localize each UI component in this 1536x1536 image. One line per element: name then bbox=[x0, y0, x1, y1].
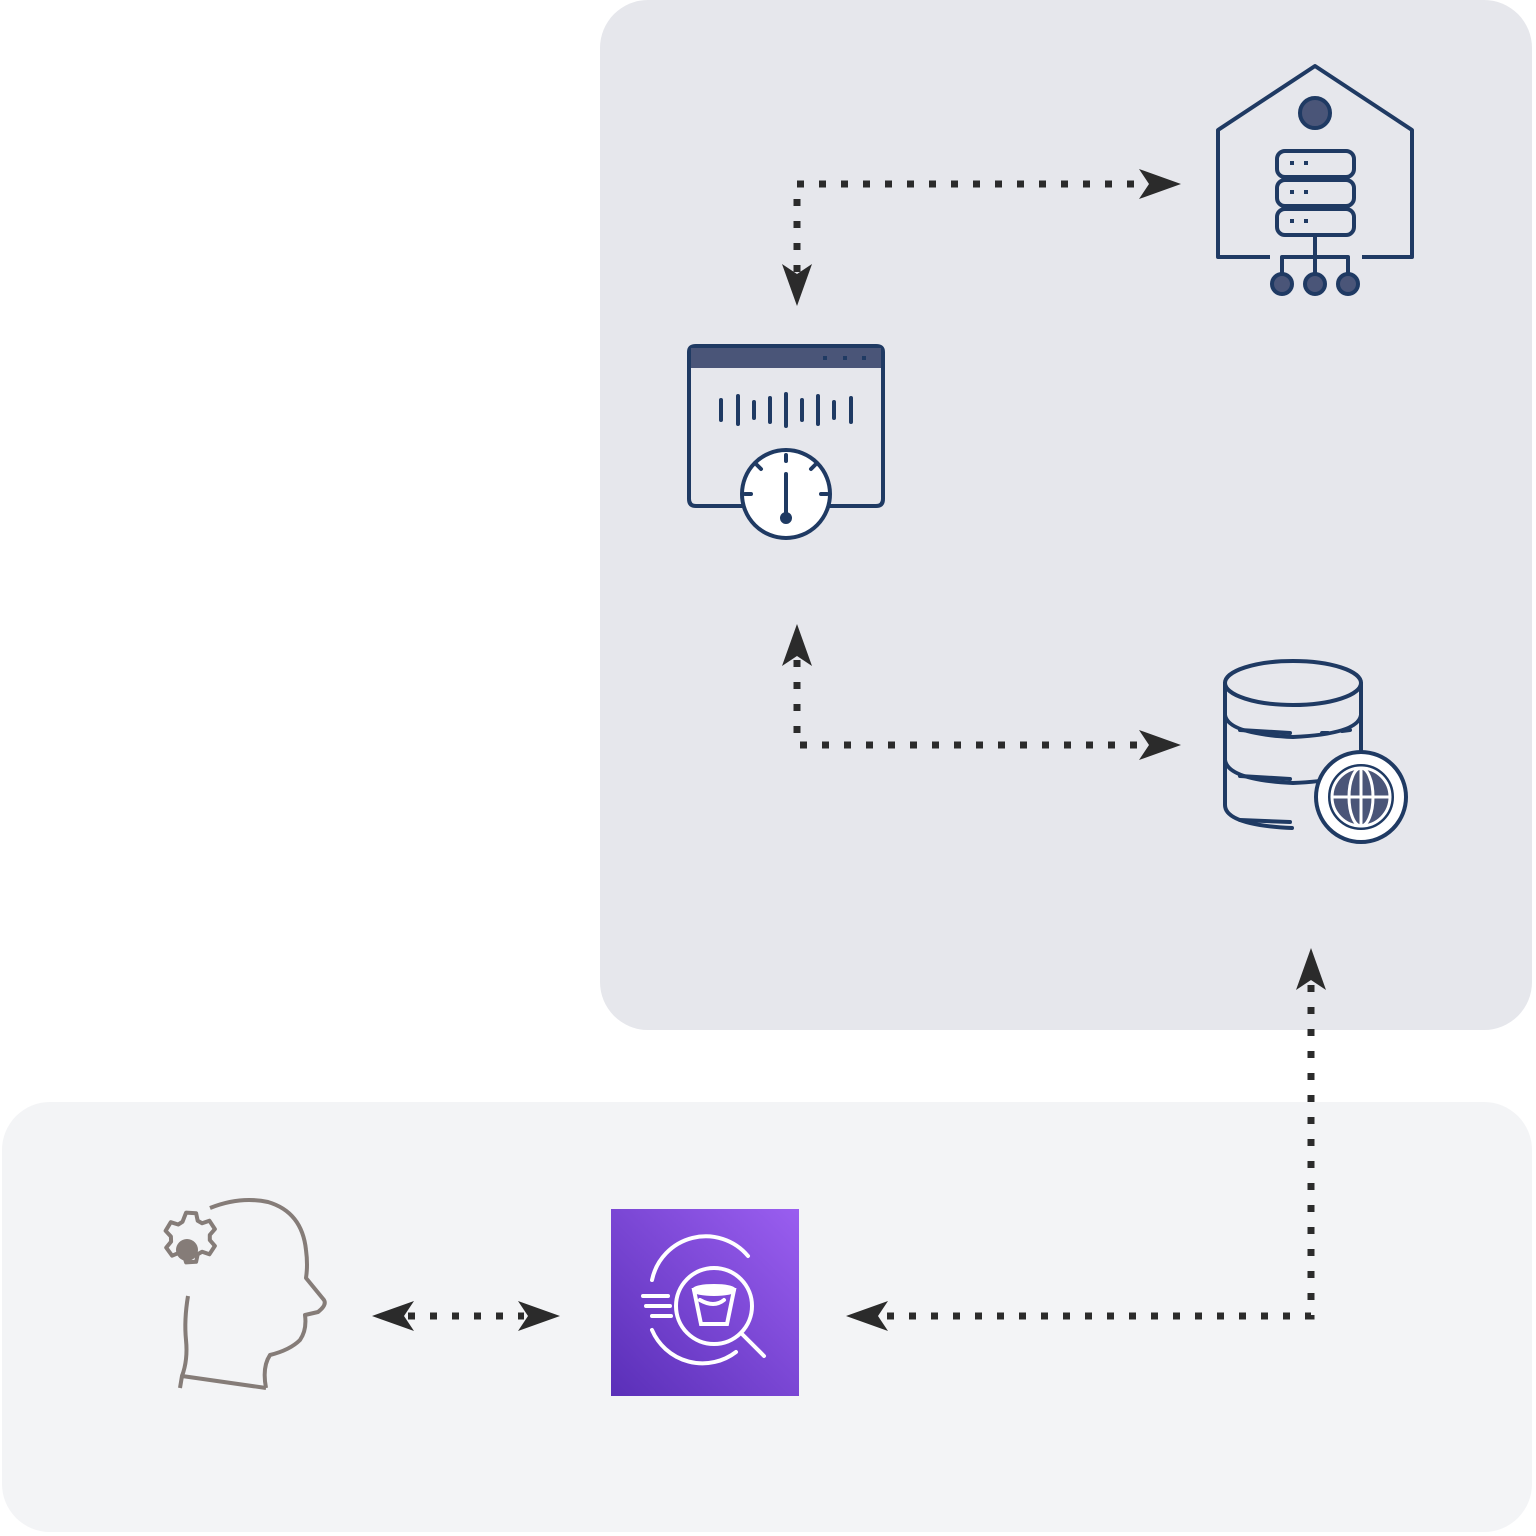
arrowhead-up-database bbox=[1296, 948, 1326, 990]
arrowhead-right-database bbox=[1139, 730, 1181, 760]
connector-s3select-database bbox=[882, 985, 1315, 1320]
arrowhead-right-s3select bbox=[518, 1301, 560, 1331]
arrowhead-left-s3select bbox=[846, 1301, 888, 1331]
monitoring-dashboard-gauge-icon bbox=[687, 344, 885, 540]
arrowhead-down-monitoring bbox=[782, 264, 812, 306]
s3-select-service-icon[interactable] bbox=[611, 1209, 799, 1396]
arrowheads bbox=[372, 169, 1326, 1331]
on-premises-server-building-icon bbox=[1216, 64, 1414, 296]
arrowhead-left-user bbox=[372, 1301, 414, 1331]
connector-monitoring-database bbox=[793, 660, 1145, 749]
person-with-gear-icon bbox=[163, 1198, 327, 1390]
database-globe-icon bbox=[1223, 659, 1408, 844]
connector-monitoring-datacenter bbox=[793, 180, 1145, 272]
arrowhead-right-datacenter bbox=[1139, 169, 1181, 199]
arrowhead-up-monitoring bbox=[782, 624, 812, 666]
connectors bbox=[408, 180, 1315, 1320]
